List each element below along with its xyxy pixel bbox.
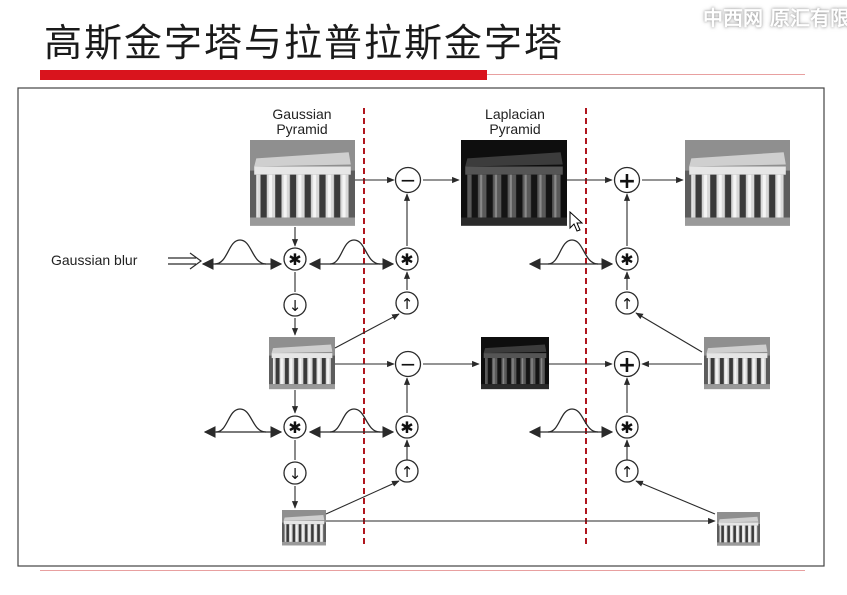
gaussian-level-1-image: [269, 337, 335, 390]
subtract-operator-icon: −: [394, 166, 422, 194]
svg-text:−: −: [400, 352, 417, 376]
svg-text:↓: ↓: [289, 465, 302, 483]
svg-text:✱: ✱: [288, 250, 301, 269]
title-accent-bar: [40, 70, 487, 80]
gaussian-blur-input-arrow: [168, 252, 203, 270]
convolve-operator-icon: ✱: [395, 247, 419, 271]
convolve-operator-icon: ✱: [615, 415, 639, 439]
gaussian-level-0-image: [250, 140, 355, 226]
svg-text:↑: ↑: [621, 295, 634, 313]
add-operator-icon: +: [613, 350, 641, 378]
downsample-operator-icon: ↓: [283, 293, 307, 317]
convolve-operator-icon: ✱: [615, 247, 639, 271]
svg-text:✱: ✱: [400, 418, 413, 437]
gaussian-blur-label: Gaussian blur: [51, 252, 138, 268]
gaussian-level-2-image: [282, 510, 326, 546]
svg-text:✱: ✱: [620, 418, 633, 437]
svg-text:↑: ↑: [401, 295, 414, 313]
reconstructed-level-1-image: [704, 337, 770, 390]
convolve-operator-icon: ✱: [395, 415, 419, 439]
svg-text:✱: ✱: [620, 250, 633, 269]
laplacian-header-line1: Laplacian: [485, 106, 545, 122]
downsample-operator-icon: ↓: [283, 461, 307, 485]
title-divider-line: [487, 74, 805, 75]
svg-text:↑: ↑: [621, 463, 634, 481]
svg-text:✱: ✱: [400, 250, 413, 269]
mouse-cursor-icon: [569, 210, 584, 232]
convolve-operator-icon: ✱: [283, 415, 307, 439]
reconstructed-level-0-image: [685, 140, 790, 226]
gaussian-kernel-icon: [308, 408, 395, 438]
upsample-operator-icon: ↑: [395, 459, 419, 483]
svg-text:+: +: [618, 353, 636, 378]
reconstructed-level-2-image: [717, 512, 760, 546]
svg-text:−: −: [400, 168, 417, 192]
gaussian-header-line1: Gaussian: [272, 106, 331, 122]
gaussian-kernel-icon: [203, 408, 283, 438]
gaussian-kernel-icon: [308, 239, 395, 270]
add-operator-icon: +: [613, 166, 641, 194]
gaussian-kernel-icon: [528, 239, 614, 270]
subtract-operator-icon: −: [394, 350, 422, 378]
gaussian-header-line2: Pyramid: [276, 121, 327, 137]
laplacian-level-1-image: [481, 337, 549, 390]
gaussian-kernel-icon: [201, 239, 283, 270]
svg-text:↑: ↑: [401, 463, 414, 481]
svg-text:+: +: [618, 169, 636, 194]
slide-title: 高斯金字塔与拉普拉斯金字塔: [44, 21, 565, 65]
laplacian-level-0-image: [461, 140, 567, 226]
gaussian-kernel-icon: [528, 408, 614, 438]
upsample-operator-icon: ↑: [395, 291, 419, 315]
watermark-logo: 中西网 原汇有限: [703, 6, 847, 30]
laplacian-header-line2: Pyramid: [489, 121, 540, 137]
svg-text:↓: ↓: [289, 297, 302, 315]
upsample-operator-icon: ↑: [615, 291, 639, 315]
svg-text:✱: ✱: [288, 418, 301, 437]
footer-divider-line: [40, 570, 805, 571]
convolve-operator-icon: ✱: [283, 247, 307, 271]
upsample-operator-icon: ↑: [615, 459, 639, 483]
